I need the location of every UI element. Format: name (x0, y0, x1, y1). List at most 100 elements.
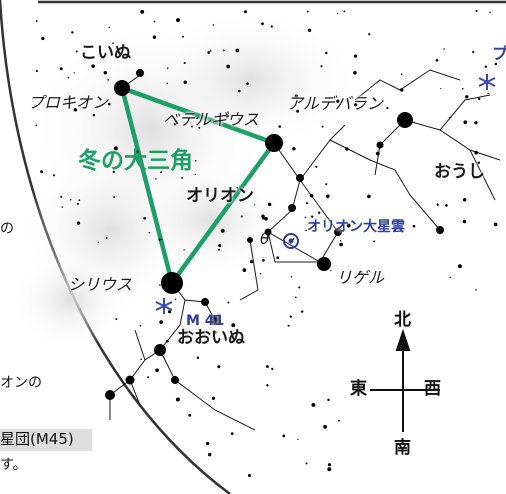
star-small (183, 80, 187, 84)
star-small (330, 269, 332, 272)
star-small (52, 174, 56, 177)
star-small (78, 199, 81, 202)
milky-way-patch (140, 10, 360, 150)
constellation-line (439, 94, 491, 131)
star-small (436, 203, 439, 206)
star-small (207, 452, 212, 457)
star-small (373, 240, 376, 243)
star-small (327, 467, 332, 472)
star-small (158, 238, 161, 241)
star (210, 315, 220, 325)
star-small (474, 121, 478, 125)
star-small (196, 356, 200, 360)
star (397, 112, 413, 128)
star-small (35, 20, 38, 22)
star-small (440, 88, 442, 90)
star-small (262, 258, 265, 262)
star-small (188, 413, 192, 417)
star-small (112, 42, 114, 44)
star-small (147, 376, 150, 379)
star-small (153, 20, 156, 23)
star-small (97, 241, 100, 243)
star-small (213, 330, 217, 335)
star-small (435, 59, 439, 62)
star-small (292, 238, 295, 240)
star-small (317, 211, 321, 215)
star-small (301, 310, 304, 313)
star-small (116, 152, 119, 154)
star-small (75, 50, 78, 53)
star-small (489, 11, 491, 14)
star-small (235, 48, 240, 53)
star-small (60, 195, 63, 198)
star-small (368, 33, 371, 36)
star-small (294, 94, 299, 98)
star-small (113, 146, 118, 151)
star-small (166, 82, 168, 85)
star-small (266, 384, 269, 387)
highlight-box (0, 429, 92, 451)
star-small (474, 150, 479, 155)
star-small (306, 10, 309, 13)
star (125, 375, 135, 385)
star-small (359, 270, 363, 275)
star-small (238, 117, 241, 121)
star (136, 69, 144, 77)
star-small (140, 358, 142, 360)
star-small (194, 159, 197, 162)
star-small (69, 198, 72, 201)
star-small (445, 204, 448, 207)
star-small (259, 272, 262, 275)
star-small (189, 191, 192, 194)
star-small (35, 70, 38, 73)
star-small (462, 219, 467, 224)
star-small (475, 9, 478, 12)
star-small (493, 222, 498, 227)
star-small (92, 113, 96, 117)
label-oushi: おうし (434, 162, 485, 182)
star-small (297, 438, 299, 441)
constellation-line (134, 329, 146, 361)
star-small (176, 18, 180, 23)
star-small (174, 298, 177, 300)
star-small (289, 315, 292, 318)
star-small (461, 87, 464, 90)
star-small (205, 441, 210, 446)
star-small (386, 107, 389, 110)
star (265, 134, 283, 152)
star-small (383, 220, 388, 224)
side-text-line-4: す。 (0, 457, 27, 473)
star-small (182, 35, 185, 38)
star-small (159, 320, 164, 324)
star-small (139, 324, 142, 327)
star-small (323, 424, 328, 429)
star-small (475, 289, 477, 291)
compass-west: 西 (424, 379, 441, 399)
star-small (304, 216, 307, 219)
star-small (367, 194, 371, 199)
label-orion: オリオン (186, 186, 254, 206)
star-small (113, 196, 116, 199)
star-small (218, 244, 222, 248)
star-small (236, 186, 239, 189)
star-small (227, 301, 230, 304)
star-small (207, 51, 211, 54)
star-small (183, 249, 185, 251)
star-small (346, 223, 351, 228)
star-small (209, 50, 212, 52)
top-right-marker (478, 74, 496, 90)
star-small (305, 229, 307, 232)
star-small (222, 49, 225, 52)
star-small (108, 26, 111, 29)
star-small (67, 76, 70, 79)
star-small (181, 177, 184, 179)
star-small (76, 221, 81, 225)
star-small (327, 463, 332, 467)
star (296, 174, 304, 182)
star-small (292, 147, 296, 151)
star-small (71, 31, 74, 34)
star-small (343, 10, 346, 13)
star-small (484, 65, 488, 69)
constellation-line (404, 119, 501, 161)
star-small (173, 122, 177, 126)
